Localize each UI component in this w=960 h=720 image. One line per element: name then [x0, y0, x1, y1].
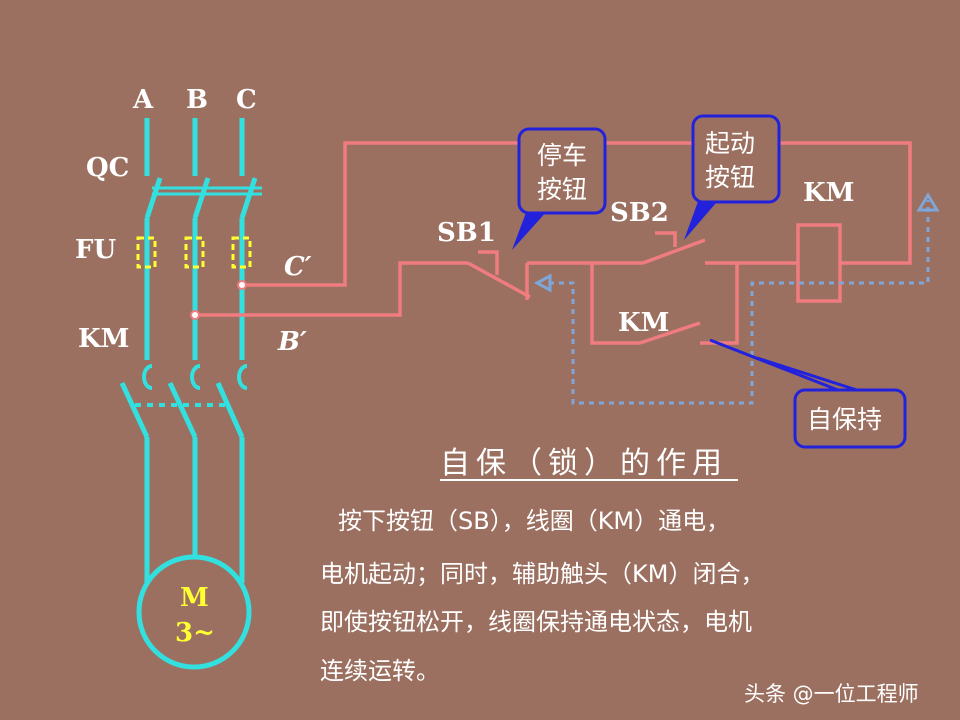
label-fu: FU: [75, 235, 116, 265]
fuses: [136, 236, 252, 269]
callout-stop-button: 停车 按钮: [512, 127, 607, 250]
label-sb1: SB1: [437, 218, 496, 248]
km-aux-contact: [639, 321, 701, 345]
sb1-contact: [467, 261, 531, 299]
self-hold-left-wire: [590, 263, 640, 345]
callout-self-hold: 自保持: [709, 338, 907, 449]
description-title: 自保（锁）的作用: [440, 446, 728, 481]
callout-self-hold-box: [793, 388, 907, 449]
label-km-aux: KM: [618, 308, 669, 338]
callout-start-button: 起动 按钮: [684, 114, 781, 240]
label-km-main: KM: [78, 324, 129, 354]
description: 自保（锁）的作用 按下按钮（SB），线圈（KM）通电， 电机起动；同时，辅助触头…: [320, 446, 764, 685]
current-paths: [533, 192, 940, 405]
callout-stop-box: [517, 127, 607, 215]
c-prime-tap-wire: [242, 141, 912, 287]
label-qc: QC: [86, 153, 129, 183]
sb2-contact: [642, 238, 706, 265]
label-b-prime: B′: [277, 327, 307, 357]
junctions: [190, 280, 247, 320]
callout-self-hold-pointer-2: [756, 356, 864, 394]
current-arrow-left: [533, 273, 552, 293]
description-line-4: 连续运转。: [320, 657, 440, 685]
self-hold-current-path: [549, 200, 930, 405]
motor-symbol: [136, 554, 252, 670]
fuse-a: [136, 236, 157, 269]
callout-start-line2: 按钮: [705, 163, 755, 192]
phase-c-km-blade: [215, 381, 245, 439]
description-line-3: 即使按钮松开，线圈保持通电状态，电机: [320, 608, 752, 636]
km-contact-b: [190, 364, 201, 390]
label-sb2: SB2: [610, 198, 669, 228]
km-contact-c: [237, 364, 248, 390]
motor-label-m: M: [180, 583, 209, 613]
fuse-c: [231, 236, 252, 269]
label-phase-a: A: [132, 85, 154, 115]
sb2-actuator: [655, 231, 677, 247]
callout-self-hold-text: 自保持: [807, 405, 882, 434]
description-line-2: 电机起动；同时，辅助触头（KM）闭合，: [320, 560, 764, 588]
junction-b-prime: [190, 310, 200, 320]
callout-start-line1: 起动: [705, 129, 755, 158]
label-c-prime: C′: [284, 252, 312, 282]
callout-stop-line1: 停车: [537, 141, 587, 170]
fuse-b: [184, 236, 205, 269]
motor-label-phase: 3~: [175, 618, 215, 648]
circuit-labels: A B C QC FU KM C′ B′ SB1 SB2 KM KM M 3~: [75, 85, 854, 648]
current-arrow-up: [916, 192, 940, 212]
description-line-1: 按下按钮（SB），线圈（KM）通电，: [338, 507, 730, 535]
km-coil: [796, 223, 842, 303]
watermark: 头条 @一位工程师: [744, 682, 919, 706]
phase-a-km-blade: [119, 381, 150, 439]
callout-stop-line2: 按钮: [537, 175, 587, 204]
label-phase-b: B: [186, 85, 208, 115]
callout-self-hold-pointer-1: [709, 338, 844, 394]
control-circuit: [195, 141, 912, 345]
callout-stop-pointer: [512, 210, 548, 250]
junction-c-prime: [237, 280, 247, 290]
phase-c-qc-blade: [239, 177, 258, 219]
phase-b-km-blade: [167, 381, 198, 439]
callout-start-pointer: [684, 196, 722, 240]
callout-start-box: [691, 114, 781, 204]
phase-b-qc-blade: [192, 177, 211, 219]
km-contact-a: [142, 364, 153, 390]
label-km-coil: KM: [803, 178, 854, 208]
b-prime-tap-wire: [195, 261, 468, 317]
phase-a-qc-blade: [144, 177, 163, 219]
label-phase-c: C: [236, 85, 257, 115]
self-hold-right-wire: [700, 263, 739, 345]
sb1-actuator: [478, 250, 499, 275]
